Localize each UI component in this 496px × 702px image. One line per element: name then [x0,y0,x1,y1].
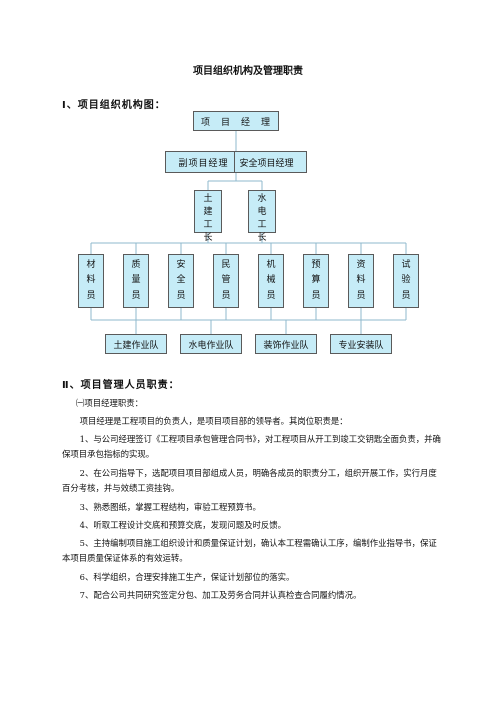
duty-item: 3、熟悉图纸，掌握工程结构，审验工程预算书。 [79,502,261,512]
staff-char: 料 [356,275,366,286]
staff-char: 管 [221,275,231,286]
me-foreman-box: 水 电 工 长 [248,190,276,243]
project-manager-label: 项 目 经 理 [200,117,271,128]
staff-char: 员 [401,290,411,301]
team-box-installation: 专业安装队 [330,334,392,354]
staff-char: 员 [131,290,141,301]
staff-char: 员 [176,290,186,301]
civil-foreman-char: 长 [203,233,213,243]
deputy-divider [233,151,235,173]
duty-item: 4、听取工程设计交底和预算交底，发现问题及时反馈。 [79,520,286,530]
staff-box-machinery: 机 械 员 [258,254,284,308]
staff-char: 员 [311,290,321,301]
staff-char: 员 [356,290,366,301]
civil-foreman-char: 土 [203,194,213,204]
deputy-row-box: 副项目经理 安全项目经理 [165,151,307,173]
safety-pm-label: 安全项目经理 [239,158,294,169]
staff-char: 预 [311,260,321,271]
me-foreman-char: 电 [257,207,267,217]
staff-char: 资 [356,260,366,271]
staff-box-budget: 预 算 员 [303,254,329,308]
staff-box-testing: 试 验 员 [393,254,419,308]
staff-char: 员 [86,290,96,301]
subheading-pm-duties: ㈠项目经理职责： [76,398,143,408]
staff-char: 安 [176,260,186,271]
intro-paragraph: 项目经理是工程项目的负责人，是项目项目部的领导者。其岗位职责是： [79,416,348,426]
staff-char: 材 [86,260,96,271]
staff-box-quality: 质 量 员 [123,254,149,308]
staff-char: 料 [86,275,96,286]
staff-char: 验 [401,275,411,286]
staff-char: 量 [131,275,141,286]
staff-char: 员 [266,290,276,301]
duty-item: 2、在公司指导下，选配项目项目部组成人员，明确各成员的职责分工，组织开展工作，实… [62,468,437,493]
staff-char: 算 [311,275,321,286]
project-manager-box: 项 目 经 理 [193,111,279,131]
me-foreman-char: 工 [257,220,267,230]
duty-item: 7、配合公司共同研究签定分包、加工及劳务合同并认真检查合同履约情况。 [79,590,362,600]
staff-char: 全 [176,275,186,286]
team-box-decoration: 装饰作业队 [255,334,317,354]
duty-item: 6、科学组织，合理安排施工生产，保证计划部位的落实。 [79,572,295,582]
staff-char: 械 [266,275,276,286]
staff-box-documents: 资 料 员 [348,254,374,308]
staff-char: 机 [266,260,276,271]
civil-foreman-char: 建 [203,207,213,217]
staff-box-civil-affairs: 民 管 员 [213,254,239,308]
duty-item: 1、与公司经理签订《工程项目承包管理合同书》，对工程项目从开工到竣工交钥匙全面负… [62,434,441,459]
deputy-pm-label: 副项目经理 [178,158,229,169]
staff-box-materials: 材 料 员 [78,254,104,308]
staff-char: 质 [131,260,141,271]
staff-char: 试 [401,260,411,271]
section2-heading: Ⅱ、项目管理人员职责： [62,380,180,391]
duty-item: 5、主持编制项目施工组织设计和质量保证计划，确认本工程需确认工序，编制作业指导书… [62,538,437,563]
me-foreman-char: 长 [257,233,267,243]
staff-char: 民 [221,260,231,271]
team-box-mep: 水电作业队 [180,334,242,354]
civil-foreman-box: 土 建 工 长 [194,190,222,243]
staff-char: 员 [221,290,231,301]
me-foreman-char: 水 [257,194,267,204]
document-title: 项目组织机构及管理职责 [193,66,303,77]
section1-heading: Ⅰ、项目组织机构图： [62,100,166,111]
civil-foreman-char: 工 [203,220,213,230]
team-box-civil: 土建作业队 [105,334,167,354]
staff-box-safety: 安 全 员 [168,254,194,308]
